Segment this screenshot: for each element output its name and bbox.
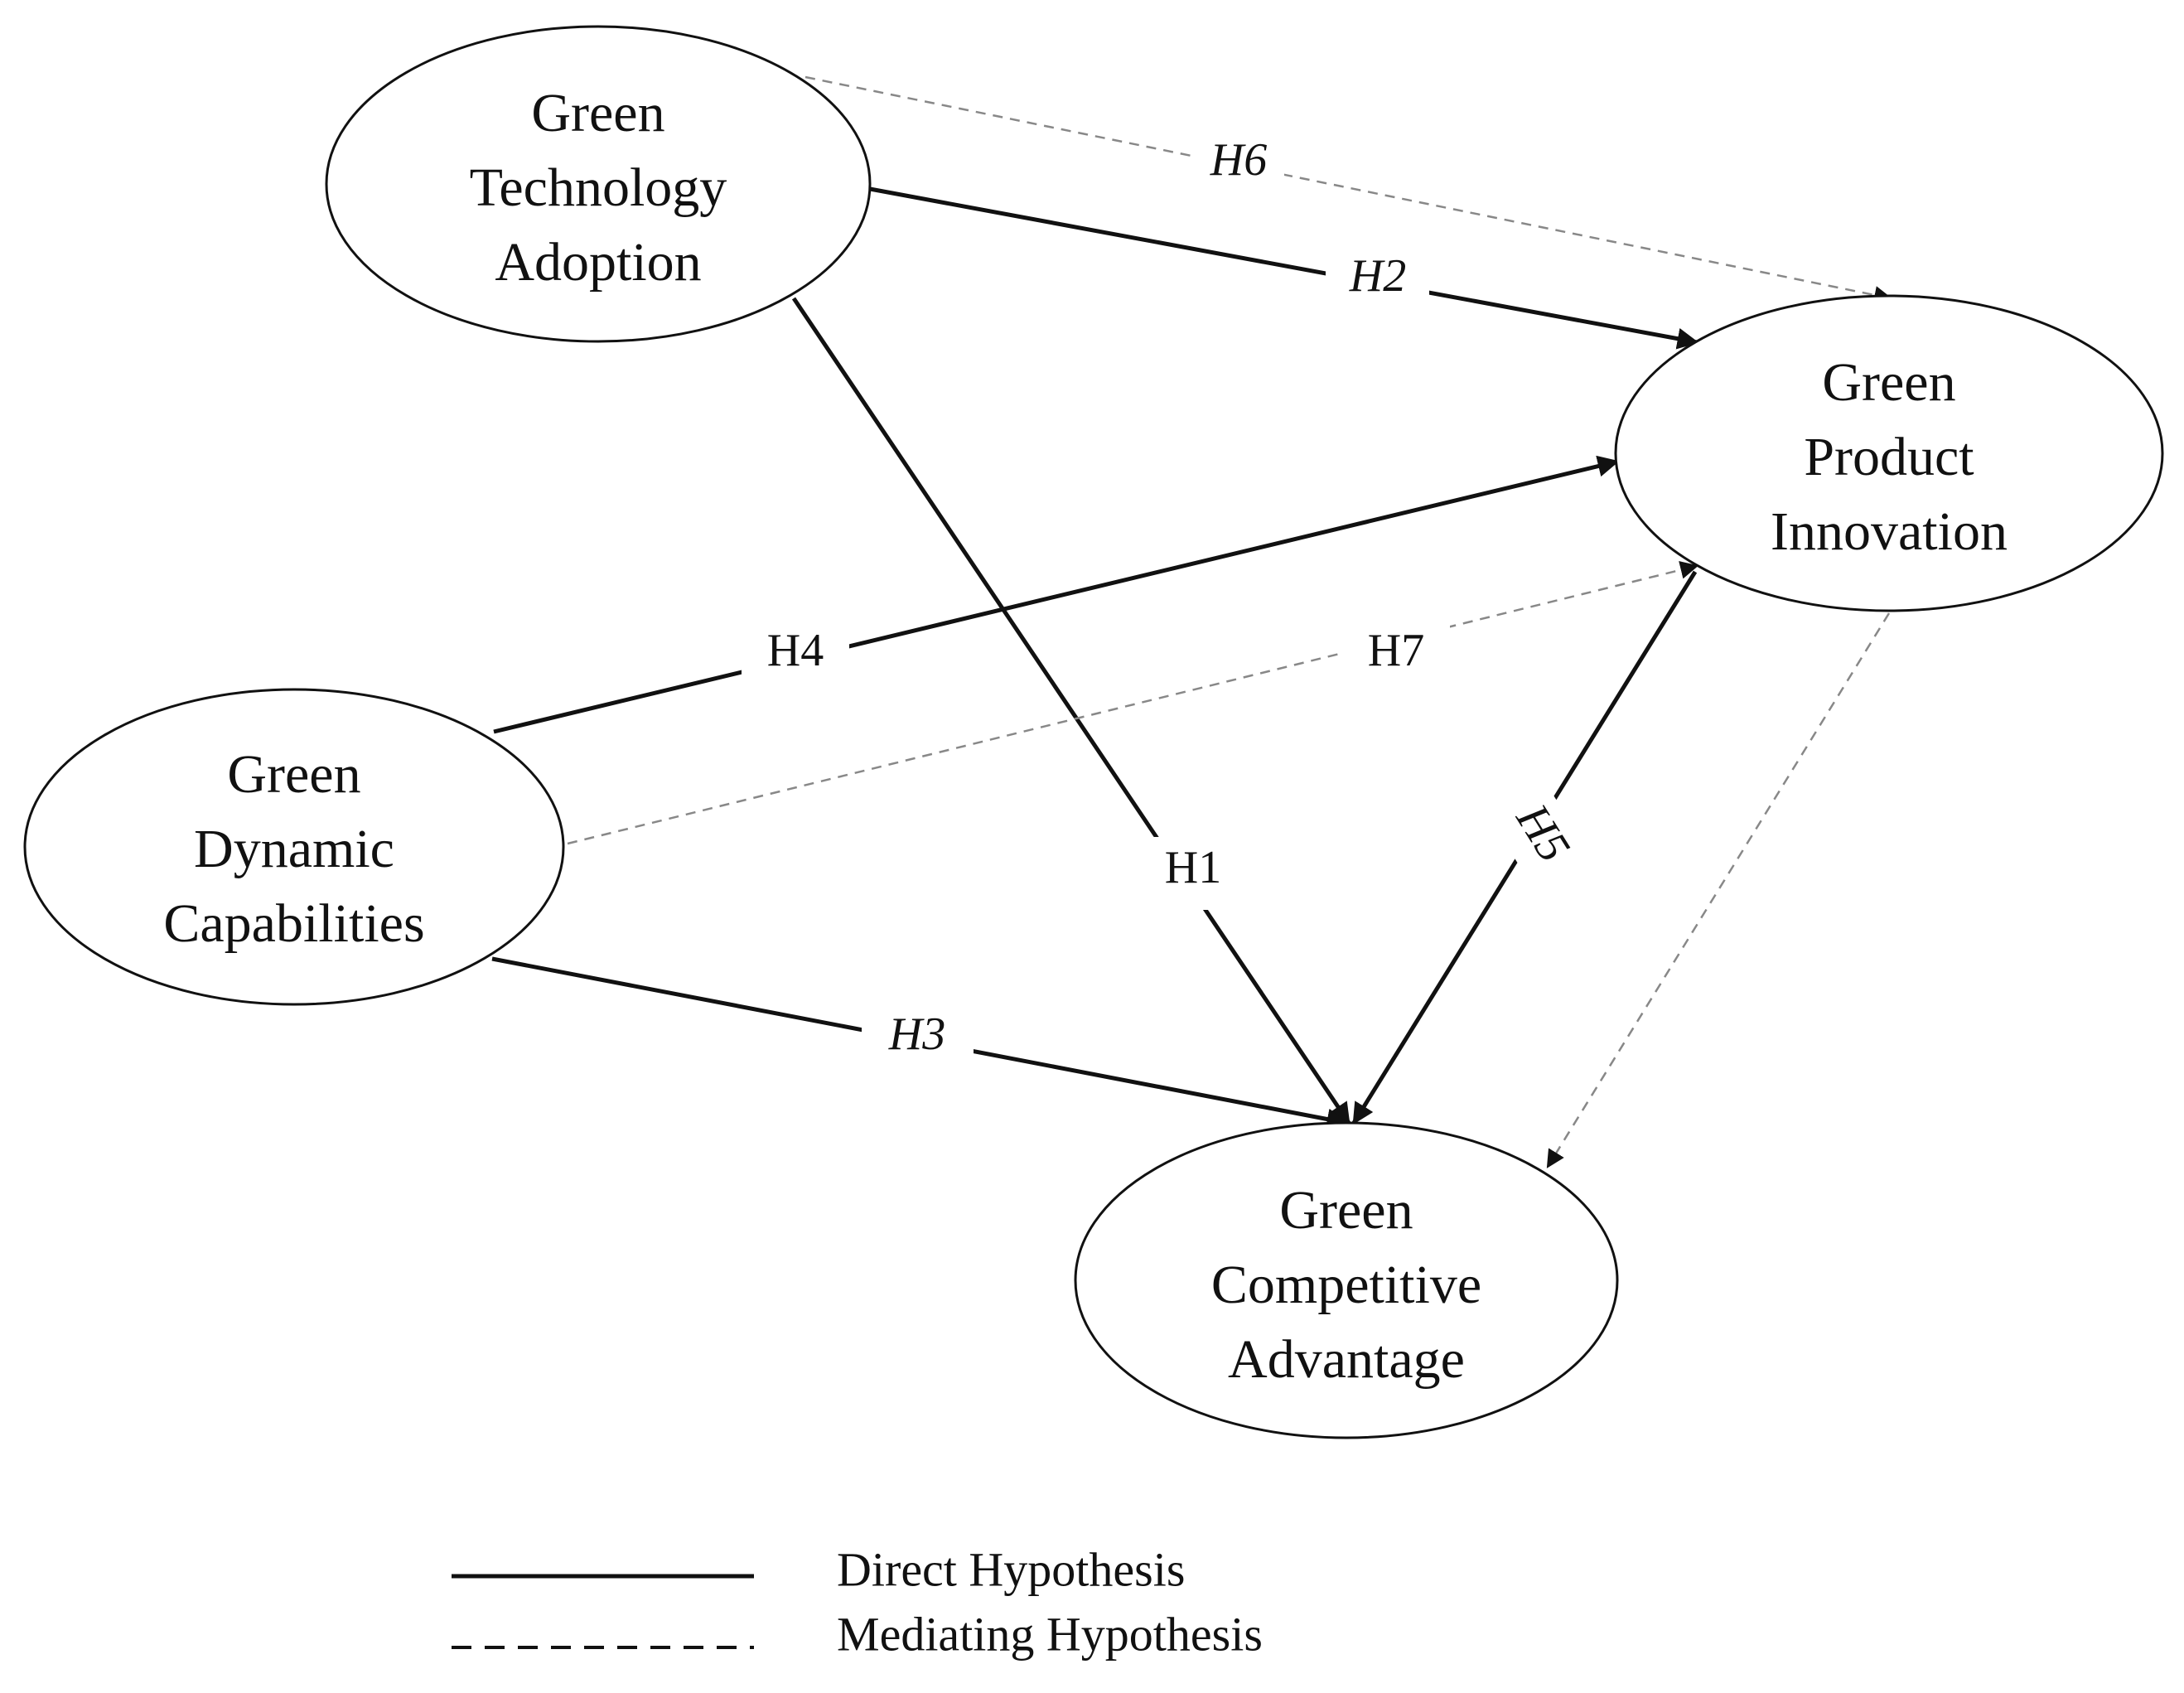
- svg-text:Dynamic: Dynamic: [194, 819, 394, 879]
- edge-label-h4: H4: [742, 622, 849, 689]
- svg-text:Green: Green: [227, 744, 360, 805]
- legend-item-direct: Direct Hypothesis: [452, 1542, 1185, 1596]
- edge-labels: H6 H2 H1 H4 H7 H3 H5: [742, 134, 1597, 1077]
- node-green-product-innovation: Green Product Innovation: [1614, 294, 2164, 612]
- edge-label-h1: H1: [1139, 837, 1247, 910]
- svg-text:H3: H3: [888, 1009, 945, 1060]
- legend-mediating-label: Mediating Hypothesis: [837, 1607, 1263, 1661]
- edge-gpi-gca-mediating: [1546, 612, 1891, 1168]
- edge-label-h7: H7: [1342, 623, 1450, 689]
- svg-text:H4: H4: [767, 625, 824, 676]
- edge-label-h6: H6: [1193, 134, 1284, 195]
- svg-text:H2: H2: [1349, 250, 1406, 302]
- svg-text:Capabilities: Capabilities: [163, 893, 424, 954]
- svg-text:H7: H7: [1368, 625, 1424, 676]
- node-green-technology-adoption: Green Technology Adoption: [325, 25, 872, 343]
- svg-text:Competitive: Competitive: [1211, 1255, 1481, 1315]
- svg-text:Innovation: Innovation: [1771, 501, 2008, 562]
- node-green-competitive-advantage: Green Competitive Advantage: [1074, 1121, 1619, 1439]
- svg-text:Green: Green: [1279, 1180, 1413, 1241]
- edge-h6: [805, 75, 1893, 304]
- legend-item-mediating: Mediating Hypothesis: [452, 1607, 1263, 1661]
- svg-text:Green: Green: [531, 83, 664, 143]
- edge-h1: [791, 297, 1351, 1125]
- edge-h7: [567, 561, 1699, 845]
- svg-text:Advantage: Advantage: [1228, 1329, 1465, 1390]
- edge-label-h3: H3: [862, 1007, 974, 1077]
- svg-text:H1: H1: [1165, 842, 1221, 893]
- edge-h2: [869, 186, 1699, 350]
- svg-text:Product: Product: [1804, 427, 1974, 487]
- edge-label-h2: H2: [1326, 249, 1429, 311]
- edge-label-h5: H5: [1481, 770, 1597, 901]
- svg-text:Adoption: Adoption: [495, 232, 701, 293]
- svg-text:Green: Green: [1822, 352, 1955, 413]
- svg-text:H6: H6: [1210, 134, 1267, 186]
- svg-text:Technology: Technology: [470, 157, 727, 218]
- legend: Direct Hypothesis Mediating Hypothesis: [452, 1542, 1263, 1661]
- legend-direct-label: Direct Hypothesis: [837, 1542, 1185, 1596]
- node-green-dynamic-capabilities: Green Dynamic Capabilities: [23, 688, 565, 1006]
- edge-h4: [493, 455, 1620, 734]
